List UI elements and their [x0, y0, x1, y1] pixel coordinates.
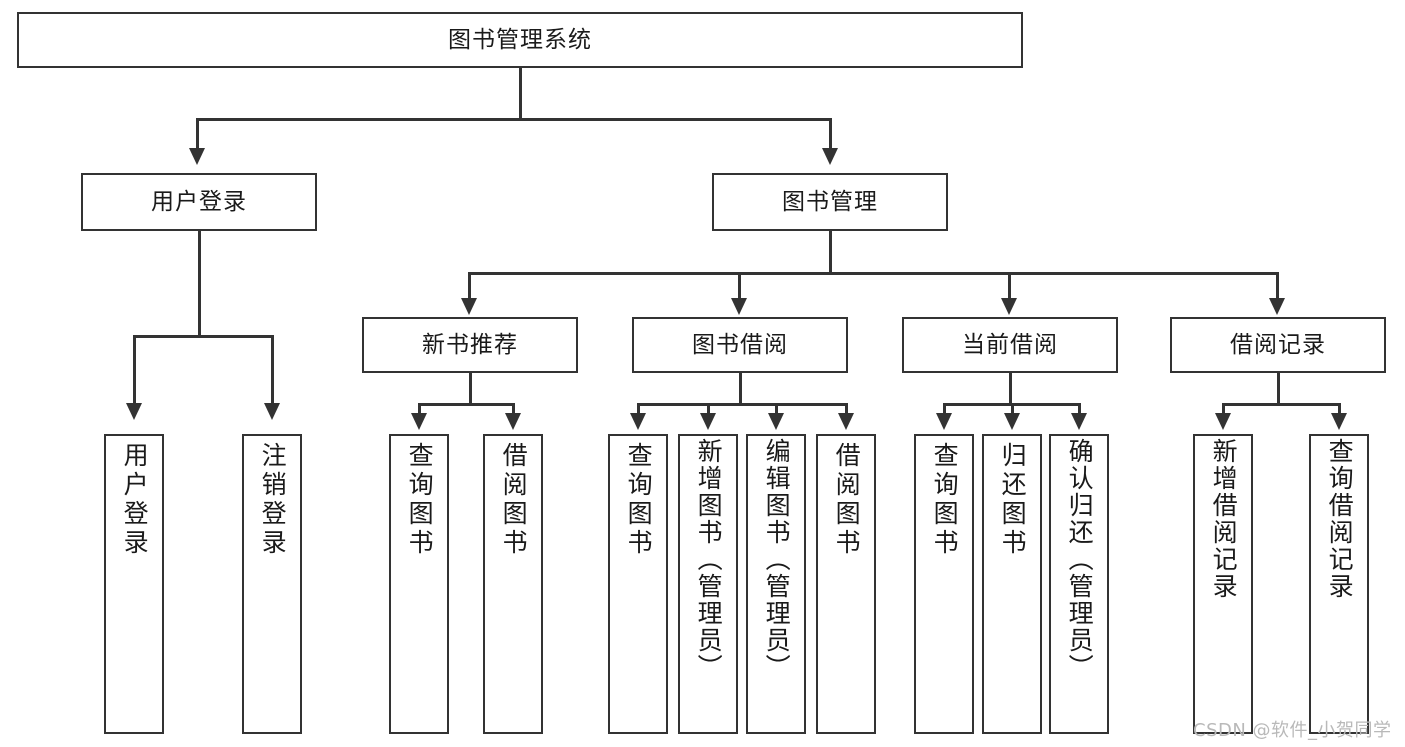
node-label: 用户登录	[151, 188, 247, 215]
arrow-root-to-book-management	[822, 148, 838, 165]
edge-root-bus	[196, 118, 832, 121]
node-new-book-recommend[interactable]: 新书推荐	[362, 317, 578, 373]
edge-cb-trunk	[1009, 373, 1012, 405]
arrow-bb-to-leaf-4	[838, 413, 854, 430]
csdn-watermark: CSDN @软件_小贺同学	[1193, 716, 1392, 742]
edge-cb-to-leaf-3	[1078, 403, 1081, 417]
edge-br-bus	[1222, 403, 1338, 406]
edge-br-to-leaf-2	[1338, 403, 1341, 417]
edge-bm-to-l3-4	[1276, 272, 1279, 300]
node-root-book-management-system[interactable]: 图书管理系统	[17, 12, 1023, 68]
edge-bm-to-l3-1	[468, 272, 471, 300]
node-user-login[interactable]: 用户登录	[81, 173, 317, 231]
leaf-br-query-record[interactable]: 查询借阅记录	[1309, 434, 1369, 734]
node-label: 归还图书	[998, 442, 1028, 558]
edge-root-trunk	[519, 68, 522, 120]
edge-nbr-to-leaf-1	[418, 403, 421, 417]
edge-bb-to-leaf-1	[637, 403, 640, 417]
edge-br-to-leaf-1	[1222, 403, 1225, 417]
leaf-bb-add-book-admin[interactable]: 新增图书（管理员）	[678, 434, 738, 734]
leaf-cb-return-books[interactable]: 归还图书	[982, 434, 1042, 734]
arrow-user-login-to-leaf-1	[126, 403, 142, 420]
leaf-br-add-record[interactable]: 新增借阅记录	[1193, 434, 1253, 734]
arrow-bm-to-l3-4	[1269, 298, 1285, 315]
arrow-bb-to-leaf-2	[700, 413, 716, 430]
node-label: 借阅记录	[1230, 331, 1326, 358]
leaf-cb-query-books[interactable]: 查询图书	[914, 434, 974, 734]
edge-nbr-to-leaf-2	[512, 403, 515, 417]
watermark-text: CSDN @软件_小贺同学	[1193, 720, 1392, 741]
edge-bm-to-l3-2	[738, 272, 741, 300]
node-label: 借阅图书	[832, 442, 862, 558]
node-label: 新增借阅记录	[1209, 438, 1239, 600]
node-label: 查询借阅记录	[1325, 438, 1355, 600]
arrow-bb-to-leaf-1	[630, 413, 646, 430]
arrow-nbr-to-leaf-2	[505, 413, 521, 430]
node-label: 借阅图书	[499, 442, 529, 558]
edge-user-login-to-leaf-2	[271, 335, 274, 405]
edge-br-trunk	[1277, 373, 1280, 405]
node-label: 图书管理系统	[448, 26, 592, 53]
edge-book-management-bus	[468, 272, 1278, 275]
arrow-br-to-leaf-1	[1215, 413, 1231, 430]
edge-user-login-to-leaf-1	[133, 335, 136, 405]
edge-cb-to-leaf-2	[1011, 403, 1014, 417]
edge-bb-bus	[637, 403, 845, 406]
node-current-borrow[interactable]: 当前借阅	[902, 317, 1118, 373]
edge-bm-to-l3-3	[1008, 272, 1011, 300]
leaf-bb-borrow-books[interactable]: 借阅图书	[816, 434, 876, 734]
arrow-cb-to-leaf-1	[936, 413, 952, 430]
arrow-nbr-to-leaf-1	[411, 413, 427, 430]
leaf-nbr-borrow-books[interactable]: 借阅图书	[483, 434, 543, 734]
arrow-br-to-leaf-2	[1331, 413, 1347, 430]
node-label: 图书借阅	[692, 331, 788, 358]
edge-cb-to-leaf-1	[943, 403, 946, 417]
leaf-cb-confirm-return-admin[interactable]: 确认归还（管理员）	[1049, 434, 1109, 734]
edge-root-to-user-login	[196, 118, 199, 150]
node-label: 注销登录	[258, 442, 288, 558]
node-label: 新增图书（管理员）	[694, 438, 724, 681]
node-book-borrow[interactable]: 图书借阅	[632, 317, 848, 373]
node-label: 当前借阅	[962, 331, 1058, 358]
arrow-bm-to-l3-1	[461, 298, 477, 315]
edge-root-to-book-management	[829, 118, 832, 150]
leaf-logout-login[interactable]: 注销登录	[242, 434, 302, 734]
node-label: 新书推荐	[422, 331, 518, 358]
arrow-user-login-to-leaf-2	[264, 403, 280, 420]
edge-user-login-trunk	[198, 231, 201, 337]
arrow-bb-to-leaf-3	[768, 413, 784, 430]
edge-bb-to-leaf-2	[707, 403, 710, 417]
edge-bb-trunk	[739, 373, 742, 405]
arrow-root-to-user-login	[189, 148, 205, 165]
node-label: 编辑图书（管理员）	[762, 438, 792, 681]
leaf-bb-edit-book-admin[interactable]: 编辑图书（管理员）	[746, 434, 806, 734]
arrow-cb-to-leaf-2	[1004, 413, 1020, 430]
edge-nbr-bus	[418, 403, 514, 406]
edge-nbr-trunk	[469, 373, 472, 405]
edge-book-management-trunk	[829, 231, 832, 274]
leaf-nbr-query-books[interactable]: 查询图书	[389, 434, 449, 734]
arrow-bm-to-l3-3	[1001, 298, 1017, 315]
node-label: 图书管理	[782, 188, 878, 215]
leaf-user-login[interactable]: 用户登录	[104, 434, 164, 734]
edge-user-login-bus	[133, 335, 271, 338]
leaf-bb-query-books[interactable]: 查询图书	[608, 434, 668, 734]
node-label: 确认归还（管理员）	[1065, 438, 1095, 681]
node-label: 用户登录	[120, 442, 150, 558]
arrow-cb-to-leaf-3	[1071, 413, 1087, 430]
node-label: 查询图书	[930, 442, 960, 558]
edge-bb-to-leaf-4	[845, 403, 848, 417]
node-label: 查询图书	[405, 442, 435, 558]
edge-bb-to-leaf-3	[775, 403, 778, 417]
node-borrow-records[interactable]: 借阅记录	[1170, 317, 1386, 373]
node-book-management[interactable]: 图书管理	[712, 173, 948, 231]
arrow-bm-to-l3-2	[731, 298, 747, 315]
node-label: 查询图书	[624, 442, 654, 558]
